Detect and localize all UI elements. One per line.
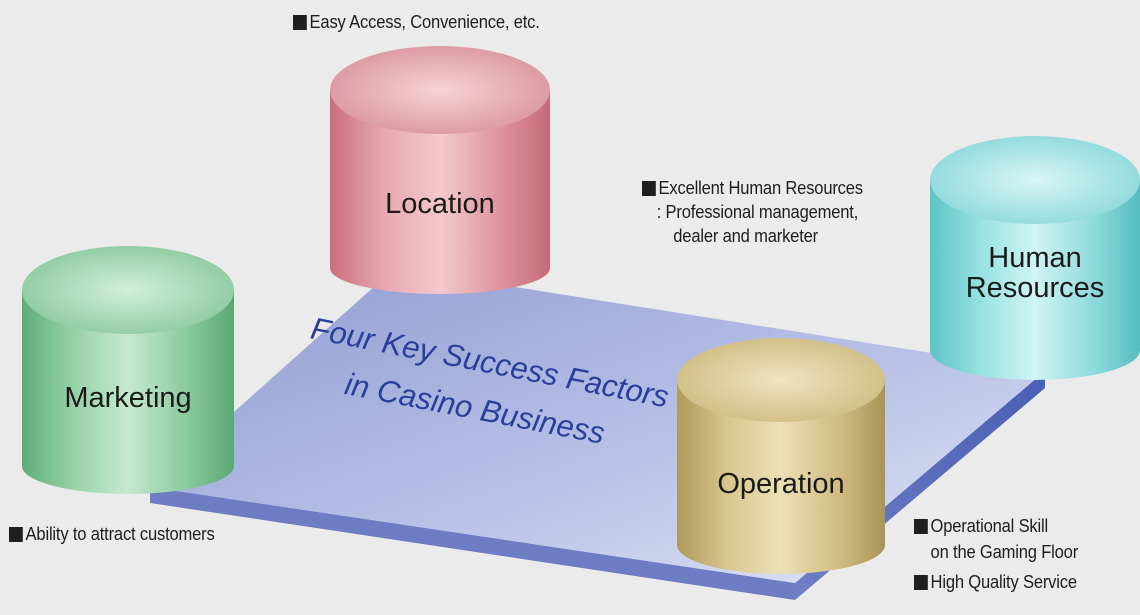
marketing-label: Marketing [64, 382, 192, 414]
bullet-square-icon [642, 181, 656, 196]
operation-note: Operational Skill on the Gaming Floor Hi… [914, 514, 1078, 594]
location-cylinder [330, 46, 550, 294]
human-resources-note: Excellent Human Resources : Professional… [642, 176, 863, 248]
human-resources-label-line2: Resources [965, 272, 1105, 304]
operation-label: Operation [717, 468, 845, 500]
bullet-square-icon [293, 15, 307, 30]
bullet-square-icon [914, 519, 928, 534]
platform-side-left [150, 487, 795, 600]
bullet-square-icon [914, 575, 928, 590]
marketing-cylinder [22, 246, 234, 494]
location-label: Location [385, 188, 495, 220]
location-note: Easy Access, Convenience, etc. [293, 10, 540, 34]
bullet-square-icon [9, 527, 23, 542]
human-resources-label-line1: Human [988, 242, 1082, 274]
marketing-note: Ability to attract customers [9, 522, 215, 546]
human-resources-cylinder [930, 136, 1140, 380]
operation-cylinder [677, 338, 885, 574]
